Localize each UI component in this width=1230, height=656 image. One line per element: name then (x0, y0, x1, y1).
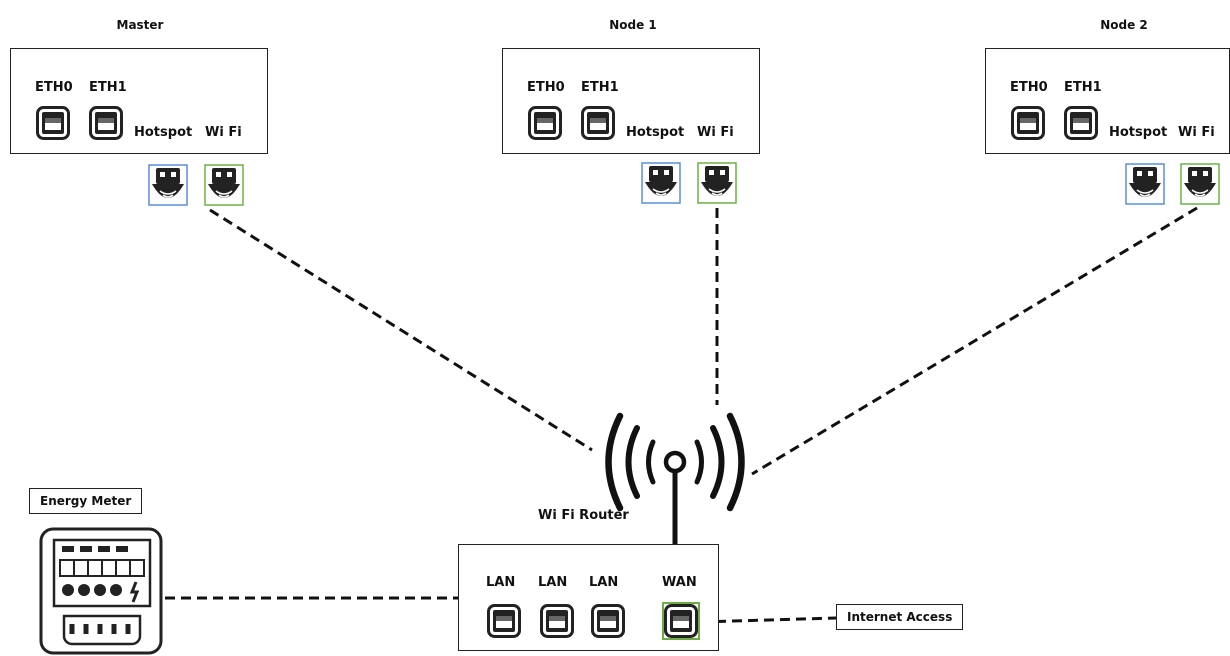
device-node-1: ETH0 ETH1 Hotspot Wi Fi (502, 48, 760, 154)
lan-ethernet-port-icon (591, 604, 625, 638)
node-title: Node 1 (609, 18, 657, 32)
hotspot-label: Hotspot (626, 125, 685, 140)
ethernet-port-icon (1064, 106, 1098, 140)
node2-to-router-link (751, 206, 1198, 476)
wan-port-label: WAN (662, 575, 697, 590)
lan-port-label: LAN (486, 575, 516, 590)
hotspot-usb-adapter-icon (148, 164, 188, 206)
ethernet-port-icon (1011, 106, 1045, 140)
eth1-label: ETH1 (1064, 80, 1102, 95)
router-label: Wi Fi Router (538, 508, 629, 523)
router-to-internet-link (699, 616, 837, 624)
ethernet-port-icon (581, 106, 615, 140)
lan-port-label: LAN (538, 575, 568, 590)
wan-ethernet-port-icon (662, 602, 700, 640)
wifi-label: Wi Fi (205, 125, 242, 140)
master-to-router-link (209, 208, 593, 452)
hotspot-usb-adapter-icon (1125, 163, 1165, 205)
node-title: Node 2 (1100, 18, 1148, 32)
wifi-usb-adapter-icon (697, 162, 737, 204)
hotspot-label: Hotspot (134, 125, 193, 140)
device-master: ETH0 ETH1 Hotspot Wi Fi (10, 48, 268, 154)
wifi-router: LAN LAN LAN WAN (458, 544, 719, 651)
lan-ethernet-port-icon (487, 604, 521, 638)
eth0-label: ETH0 (35, 80, 73, 95)
wifi-label: Wi Fi (697, 125, 734, 140)
hotspot-label: Hotspot (1109, 125, 1168, 140)
energy-meter-label: Energy Meter (29, 488, 143, 514)
node-title: Master (116, 18, 164, 32)
eth0-label: ETH0 (527, 80, 565, 95)
wifi-usb-adapter-icon (204, 164, 244, 206)
eth1-label: ETH1 (581, 80, 619, 95)
lan-ethernet-port-icon (540, 604, 574, 638)
ethernet-port-icon (89, 106, 123, 140)
energy-meter-icon (39, 527, 163, 655)
device-node-2: ETH0 ETH1 Hotspot Wi Fi (985, 48, 1230, 154)
wifi-label: Wi Fi (1178, 125, 1215, 140)
ethernet-port-icon (36, 106, 70, 140)
wifi-signal-icon (605, 412, 745, 512)
wifi-usb-adapter-icon (1180, 163, 1220, 205)
ethernet-port-icon (528, 106, 562, 140)
internet-access-label: Internet Access (836, 604, 964, 630)
eth0-label: ETH0 (1010, 80, 1048, 95)
hotspot-usb-adapter-icon (641, 162, 681, 204)
lan-port-label: LAN (589, 575, 619, 590)
eth1-label: ETH1 (89, 80, 127, 95)
